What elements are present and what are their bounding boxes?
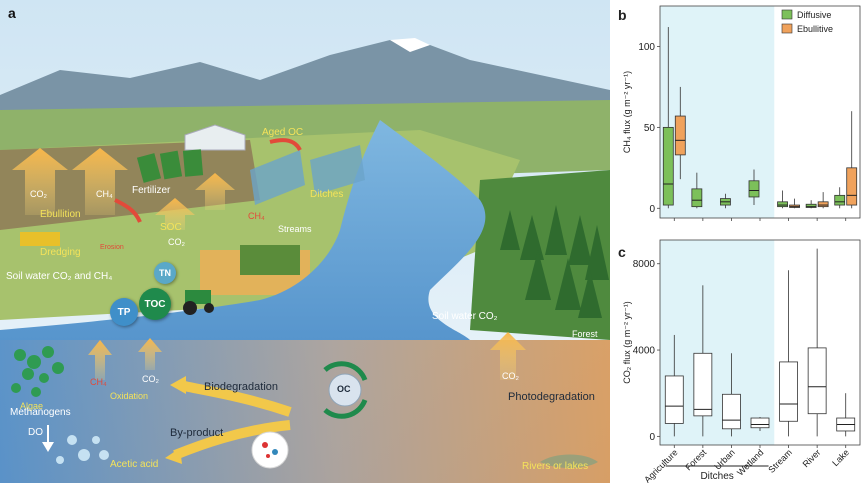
x-tick-label: Forest [683,447,708,472]
illustration-art [0,0,610,483]
box-co2 [694,353,712,416]
soc-label: SOC [160,223,182,233]
box-co2 [751,418,769,428]
box-diffusive [663,127,673,205]
y-tick-label: 8000 [633,259,656,270]
legend-swatch-diffusive [782,10,792,19]
x-tick-label: Wetland [735,447,765,477]
y-axis-label: CO₂ flux (g m⁻² yr⁻¹) [622,301,632,384]
box-diffusive [835,195,845,205]
co2-label-left: CO₂ [30,190,47,199]
forest-label: Forest [572,330,598,339]
box-diffusive [749,181,759,197]
dredging-label: Dredging [40,248,81,258]
legend-label-diffusive: Diffusive [797,10,831,20]
co2-label-mid: CO₂ [168,238,185,247]
ditches-label: Ditches [310,190,343,200]
x-tick-label: Urban [712,447,736,471]
co2-water-label: CO₂ [142,375,159,384]
rivers-or-lakes-label: Rivers or lakes [522,462,588,472]
x-tick-label: Stream [766,447,794,475]
crop-patch [240,245,300,275]
oxidation-label: Oxidation [110,392,148,401]
tp-node: TP [110,298,138,326]
box-co2 [665,376,683,423]
ditches-group-label: Ditches [700,471,733,482]
tn-label: TN [159,268,171,278]
y-tick-label: 0 [649,204,655,215]
streams-label: Streams [278,225,312,234]
y-tick-label: 50 [644,123,656,134]
ebullition-label: Ebullition [40,210,81,220]
biodegradation-label: Biodegradation [204,382,278,393]
panel-b-label: b [618,7,627,23]
excavator-icon [20,232,60,246]
ch4-water-label: CH₄ [90,378,107,387]
erosion-label: Erosion [100,244,124,251]
photodegradation-label: Photodegradation [508,392,595,403]
x-tick-label: River [801,447,823,469]
methanogens-label: Methanogens [10,408,71,418]
ecosystem-illustration: a CO₂ CH₄ Fertilizer Aged OC Ditches Ebu… [0,0,610,483]
box-diffusive [778,202,788,207]
x-tick-label: Lake [830,447,851,468]
box-ebullitive [818,202,828,207]
ch4-label-left: CH₄ [96,190,113,199]
acetic-acid-label: Acetic acid [110,460,158,470]
box-co2 [808,348,826,414]
y-axis-label: CH₄ flux (g m⁻² yr⁻¹) [622,71,632,153]
oc-label: OC [337,385,351,394]
water-column [0,340,610,483]
y-tick-label: 100 [638,42,655,53]
soil-water-right-label: Soil water CO₂ [432,312,498,322]
panel-a-label: a [8,6,16,20]
legend-swatch-ebullitive [782,24,792,33]
microbe-icon [252,432,288,468]
box-co2 [722,394,740,429]
box-co2 [780,362,798,421]
co2-label-right: CO₂ [502,372,519,381]
box-diffusive [692,189,702,207]
soil-water-left-label: Soil water CO₂ and CH₄ [6,272,112,282]
box-ebullitive [675,116,685,155]
tp-label: TP [118,307,131,318]
toc-label: TOC [145,299,166,310]
aged-oc-label: Aged OC [262,128,303,138]
y-tick-label: 4000 [633,346,656,357]
ch4-label-mid: CH₄ [248,212,265,221]
tn-node: TN [154,262,176,284]
x-tick-label: Agriculture [642,447,679,483]
fertilizer-label: Fertilizer [132,186,170,196]
toc-node: TOC [139,288,171,320]
y-tick-label: 0 [649,432,655,443]
panel-c-label: c [618,244,626,260]
legend-label-ebullitive: Ebullitive [797,24,833,34]
by-product-label: By-product [170,428,223,439]
do-label: DO [28,428,43,438]
box-ebullitive [847,168,857,205]
